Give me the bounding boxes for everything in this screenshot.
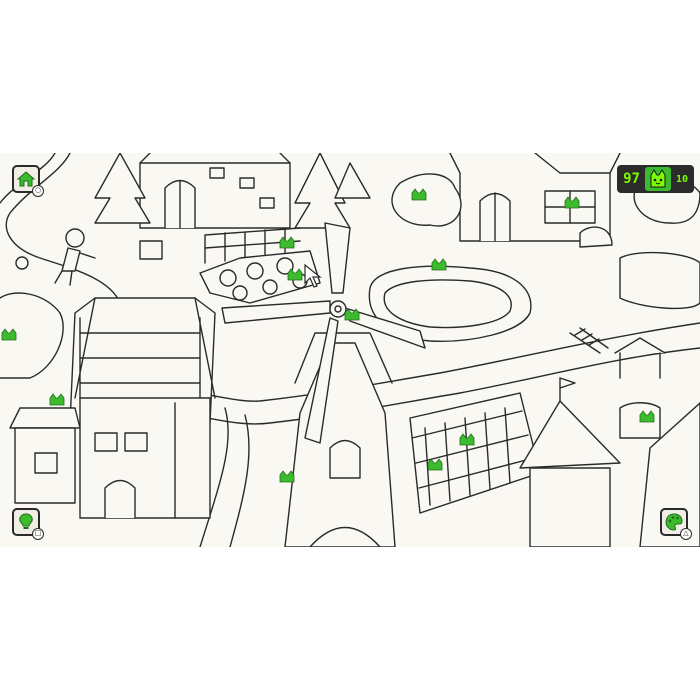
palette-icon bbox=[665, 513, 683, 531]
cottage-top-left bbox=[139, 153, 291, 229]
home-button[interactable]: ○ bbox=[12, 165, 44, 197]
bridge bbox=[569, 327, 609, 354]
fence-garden bbox=[199, 227, 321, 304]
house-top-right bbox=[449, 153, 621, 242]
left-road bbox=[5, 153, 121, 304]
hidden-cat bbox=[279, 236, 295, 249]
lightbulb-icon bbox=[19, 513, 33, 529]
village-scene[interactable] bbox=[0, 153, 700, 547]
home-icon bbox=[16, 171, 36, 187]
well bbox=[614, 337, 666, 439]
pine-tree-mid bbox=[294, 153, 351, 229]
tree-right bbox=[391, 173, 462, 227]
home-shortcut-badge: ○ bbox=[32, 185, 44, 197]
hidden-cat bbox=[1, 328, 17, 341]
south-road bbox=[199, 407, 229, 547]
hidden-cat bbox=[411, 188, 427, 201]
hidden-cat bbox=[639, 410, 655, 423]
cats-found-count: 97 bbox=[623, 171, 640, 187]
haystack bbox=[579, 226, 613, 248]
farmhouse-left bbox=[69, 297, 216, 519]
windmill bbox=[221, 222, 426, 547]
pig-pen bbox=[619, 251, 700, 310]
palette-shortcut-badge: △ bbox=[680, 528, 692, 540]
game-viewport[interactable]: ○ 97 10 □ △ bbox=[0, 153, 700, 547]
crop-field bbox=[409, 392, 541, 514]
hidden-cat bbox=[564, 196, 580, 209]
cat-face-icon bbox=[644, 167, 671, 191]
hidden-cat bbox=[427, 458, 443, 471]
palette-button[interactable]: △ bbox=[660, 508, 692, 540]
hidden-cat bbox=[287, 268, 303, 281]
treasure-chest bbox=[139, 240, 163, 260]
shed-left bbox=[9, 407, 81, 504]
hidden-cat bbox=[459, 433, 475, 446]
bush-left bbox=[0, 292, 64, 379]
cats-remaining-count: 10 bbox=[675, 173, 688, 185]
pine-tree-left bbox=[94, 153, 151, 224]
mouse-cursor bbox=[304, 263, 322, 288]
hint-shortcut-badge: □ bbox=[32, 528, 44, 540]
cat-counter: 97 10 bbox=[617, 165, 694, 193]
farmer-character bbox=[54, 228, 96, 286]
hidden-cat bbox=[279, 470, 295, 483]
hidden-cat bbox=[431, 258, 447, 271]
hidden-cat bbox=[344, 308, 360, 321]
hidden-cat bbox=[49, 393, 65, 406]
hint-button[interactable]: □ bbox=[12, 508, 44, 540]
bucket bbox=[15, 256, 29, 270]
